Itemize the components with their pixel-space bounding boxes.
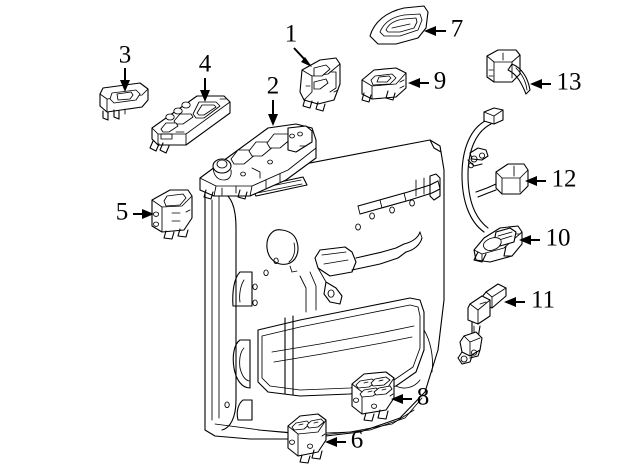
part-10-door-latch-striker <box>473 225 523 263</box>
callout-number-11: 11 <box>531 287 555 314</box>
callout-number-12: 12 <box>552 166 577 193</box>
leader-3 <box>120 68 130 92</box>
callout-number-6: 6 <box>351 427 364 454</box>
leader-4 <box>200 78 210 102</box>
callout-leaders <box>120 26 551 447</box>
part-13-connector-plug <box>486 49 531 95</box>
leader-8 <box>391 394 412 404</box>
part-7-handle-trim-cover <box>369 5 429 45</box>
part-12-wiring-harness-connector <box>461 107 529 233</box>
part-8-four-button-switch <box>351 371 395 422</box>
callout-number-10: 10 <box>546 225 571 252</box>
leader-10 <box>519 235 540 245</box>
part-3-switch-bezel <box>99 82 149 121</box>
part-4-switch-panel <box>149 95 231 154</box>
callout-number-9: 9 <box>434 68 447 95</box>
leader-5 <box>133 209 154 219</box>
leader-1 <box>293 47 312 67</box>
leader-9 <box>408 78 429 88</box>
callout-number-2: 2 <box>267 73 280 100</box>
callout-number-8: 8 <box>417 384 430 411</box>
callout-number-3: 3 <box>119 42 132 69</box>
front-door-trim-panel <box>204 139 445 440</box>
callout-number-1: 1 <box>285 21 298 48</box>
leader-13 <box>530 79 551 89</box>
part-5-mirror-switch <box>151 189 193 240</box>
callout-numbers: 1 2 3 4 5 6 7 8 9 10 11 12 13 <box>116 16 582 454</box>
part-2-master-window-switch <box>199 123 317 200</box>
part-6-two-button-switch <box>287 413 327 464</box>
callout-number-7: 7 <box>451 16 464 43</box>
part-1-window-switch-assembly <box>299 57 341 112</box>
leader-12 <box>525 176 546 186</box>
callout-number-13: 13 <box>557 69 582 96</box>
part-11-door-lock-actuator <box>457 283 507 365</box>
leader-2 <box>268 100 278 126</box>
leader-7 <box>424 26 446 36</box>
part-9-switch-module <box>361 67 407 103</box>
leader-11 <box>504 297 525 307</box>
leader-6 <box>325 437 346 447</box>
callout-number-4: 4 <box>199 51 212 78</box>
callout-number-5: 5 <box>116 199 129 226</box>
